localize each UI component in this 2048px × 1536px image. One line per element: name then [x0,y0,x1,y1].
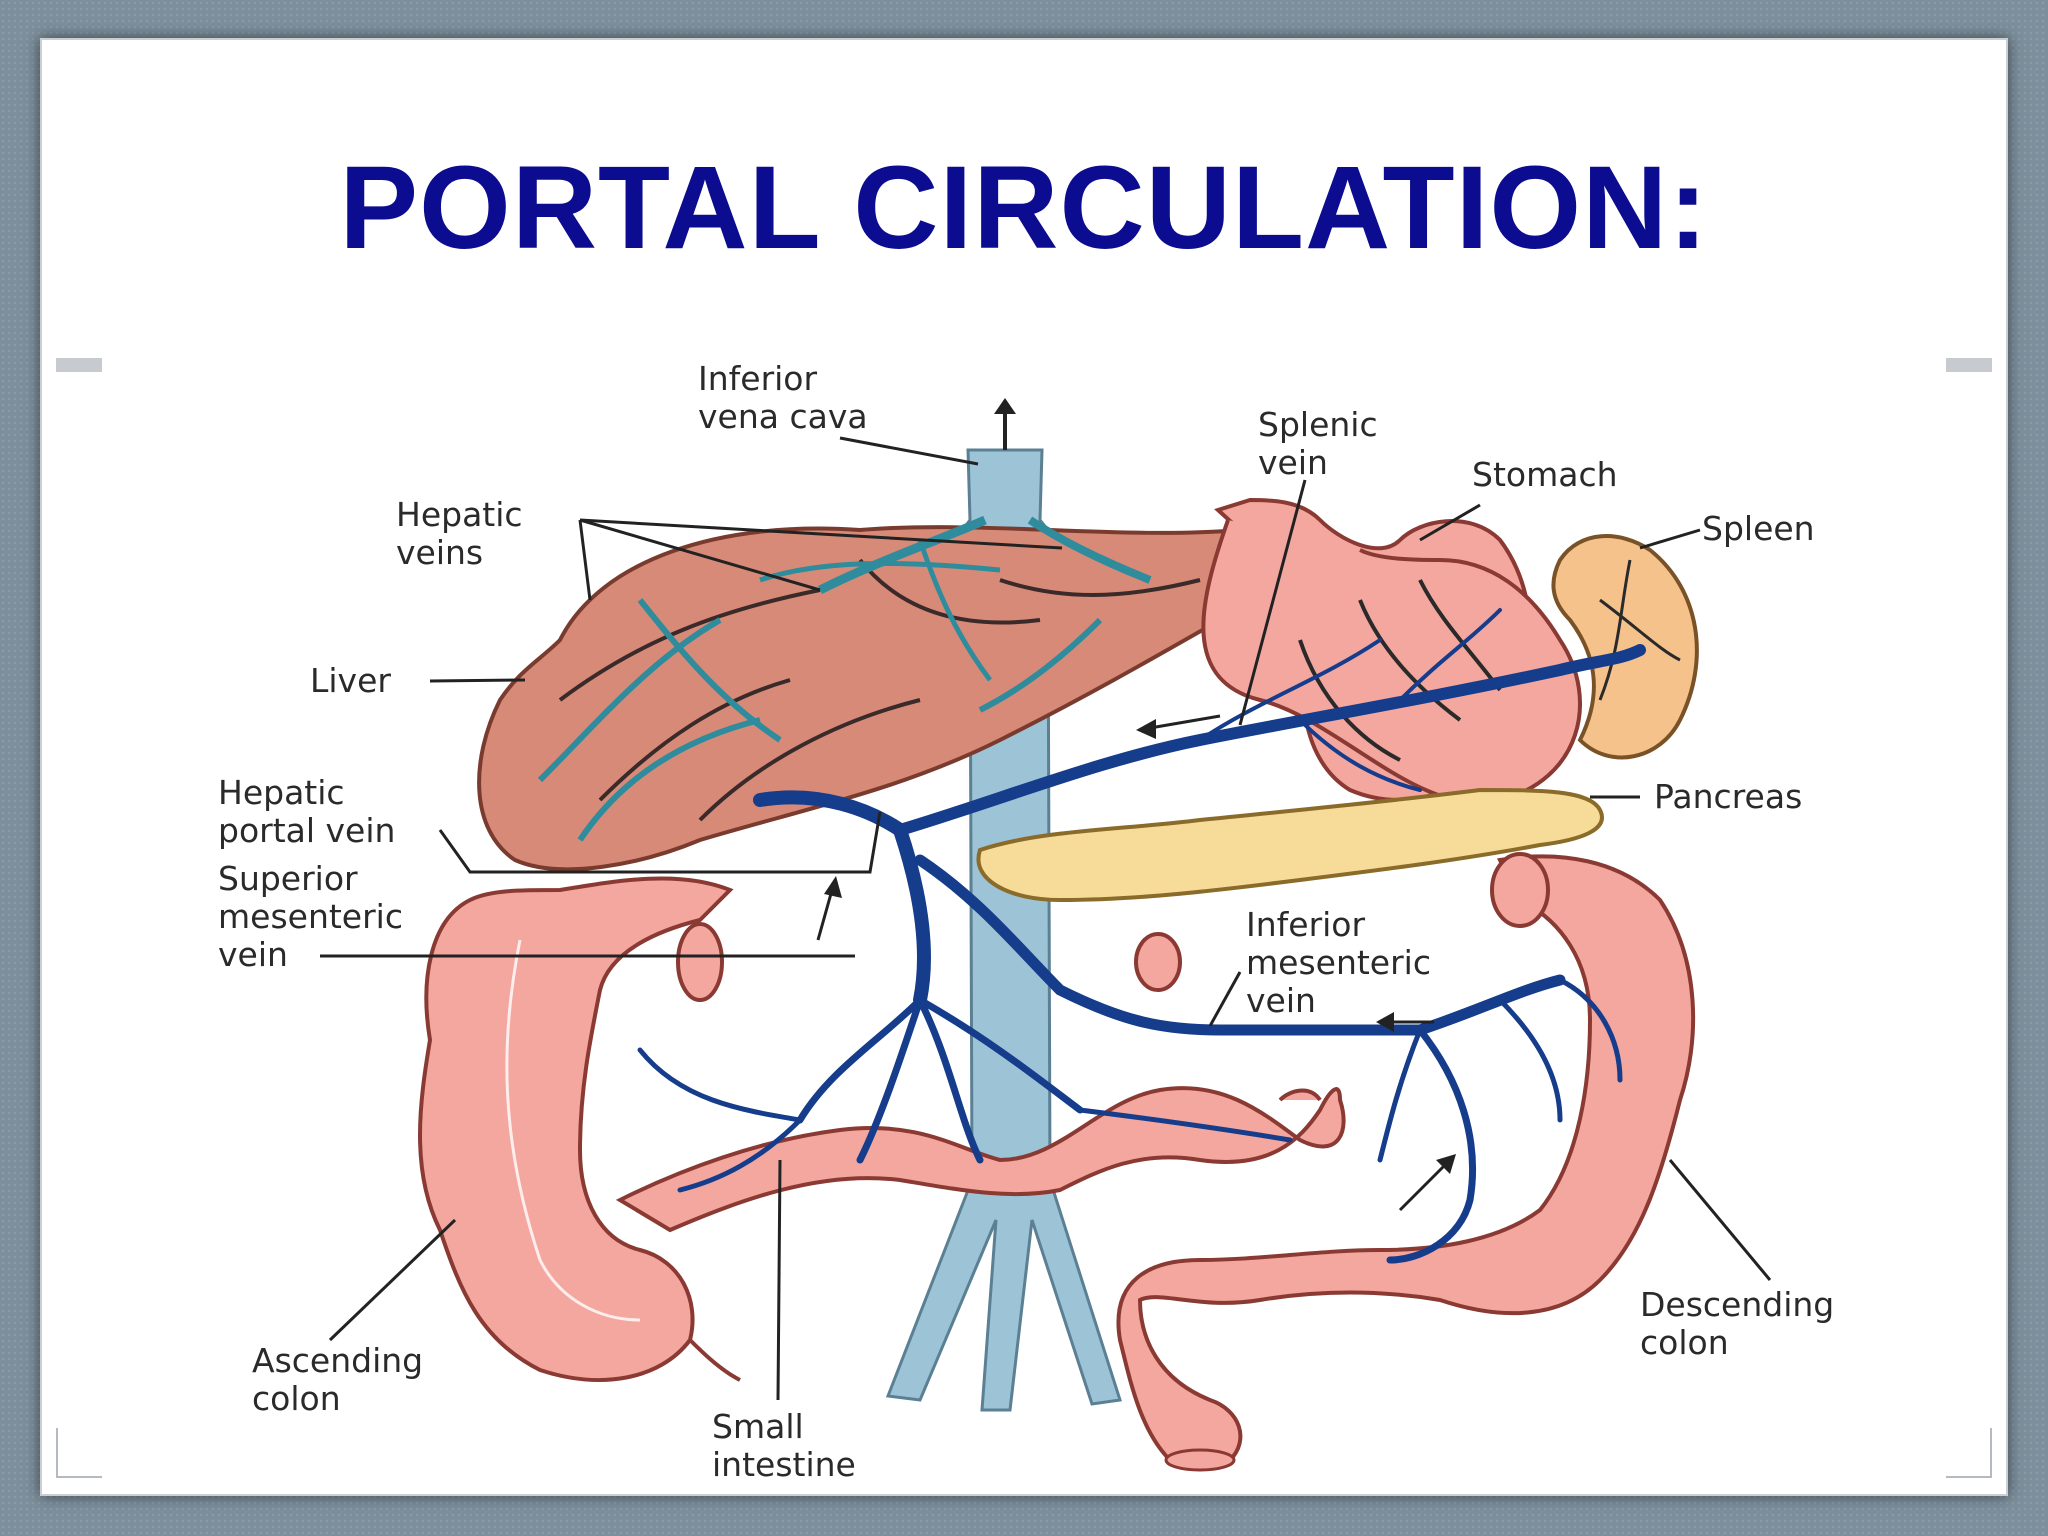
label-hepatic-veins: Hepatic veins [396,495,523,572]
leader-portal-vein [438,811,882,874]
label-inferior-mesenteric-vein: Inferior mesenteric vein [1246,905,1431,1020]
cut-end-colon-right [1490,852,1550,928]
label-imv-line1: Inferior [1246,905,1365,944]
slide-title: PORTAL CIRCULATION: [339,142,1709,274]
label-spleen-line1: Spleen [1702,509,1815,548]
leader-small-intestine [776,1159,782,1401]
leader-hepatic-veins-2 [578,519,592,601]
cut-end-duodenum [1134,932,1182,992]
label-splenic-vein-line1: Splenic [1258,405,1378,444]
leader-ascending-colon [328,1218,457,1342]
label-imv-line2: mesenteric [1246,943,1431,982]
stomach [1201,497,1582,805]
label-stomach-line1: Stomach [1472,455,1618,494]
label-splenic-vein-line2: vein [1258,443,1328,482]
label-smv-line2: mesenteric [218,897,403,936]
bottom-left-corner-line [56,1428,58,1478]
label-stomach: Stomach [1472,455,1618,494]
label-smv-line1: Superior [218,859,358,898]
label-small-intestine-line1: Small [712,1407,804,1446]
ascending-colon [418,876,741,1382]
label-inferior-vena-cava: Inferior vena cava [698,359,868,436]
leader-spleen [1639,528,1701,550]
leader-liver [429,678,526,683]
label-ascending-colon: Ascending colon [252,1341,423,1418]
label-superior-mesenteric-vein: Superior mesenteric vein [218,859,403,974]
label-small-intestine: Small intestine [712,1407,856,1484]
leader-imv [1208,971,1242,1027]
leader-descending-colon [1668,1159,1772,1281]
label-ascending-colon-line1: Ascending [252,1341,423,1380]
descending-colon [1116,854,1696,1472]
leader-hepatic-veins-3 [579,518,1063,550]
label-hepatic-veins-line1: Hepatic [396,495,523,534]
label-pancreas-line1: Pancreas [1654,777,1802,816]
label-descending-colon: Descending colon [1640,1285,1834,1362]
label-descending-colon-line1: Descending [1640,1285,1834,1324]
label-ascending-colon-line2: colon [252,1379,341,1418]
leader-ivc [839,436,979,466]
label-smv-line3: vein [218,935,288,974]
label-splenic-vein: Splenic vein [1258,405,1378,482]
bottom-left-corner-line-h [56,1476,102,1478]
pancreas [976,787,1604,903]
leader-stomach [1419,503,1481,542]
bottom-right-corner-line [1990,1428,1992,1478]
liver [477,525,1272,872]
label-leader-lines [320,436,1772,1401]
label-ivc-line1: Inferior [698,359,817,398]
label-hepatic-portal-vein: Hepatic portal vein [218,773,395,850]
cut-end-colon-left [676,922,724,1002]
right-deco-bar [1946,358,1992,372]
flow-arrows [816,714,1456,1212]
label-portal-vein-line2: portal vein [218,811,395,850]
label-pancreas: Pancreas [1654,777,1802,816]
label-portal-vein-line1: Hepatic [218,773,345,812]
leader-splenic-vein [1238,479,1307,726]
label-ivc-line2: vena cava [698,397,868,436]
label-liver: Liver [310,661,391,700]
label-descending-colon-line2: colon [1640,1323,1729,1362]
label-imv-line3: vein [1246,981,1316,1020]
bottom-right-corner-line-h [1946,1476,1992,1478]
label-liver-line1: Liver [310,661,391,700]
portal-vein-system [637,608,1646,1264]
hepatic-veins [817,515,1152,595]
label-hepatic-veins-line2: veins [396,533,483,572]
left-deco-bar [56,358,102,372]
label-spleen: Spleen [1702,509,1815,548]
label-small-intestine-line2: intestine [712,1445,856,1484]
leader-hepatic-veins-1 [579,518,821,592]
